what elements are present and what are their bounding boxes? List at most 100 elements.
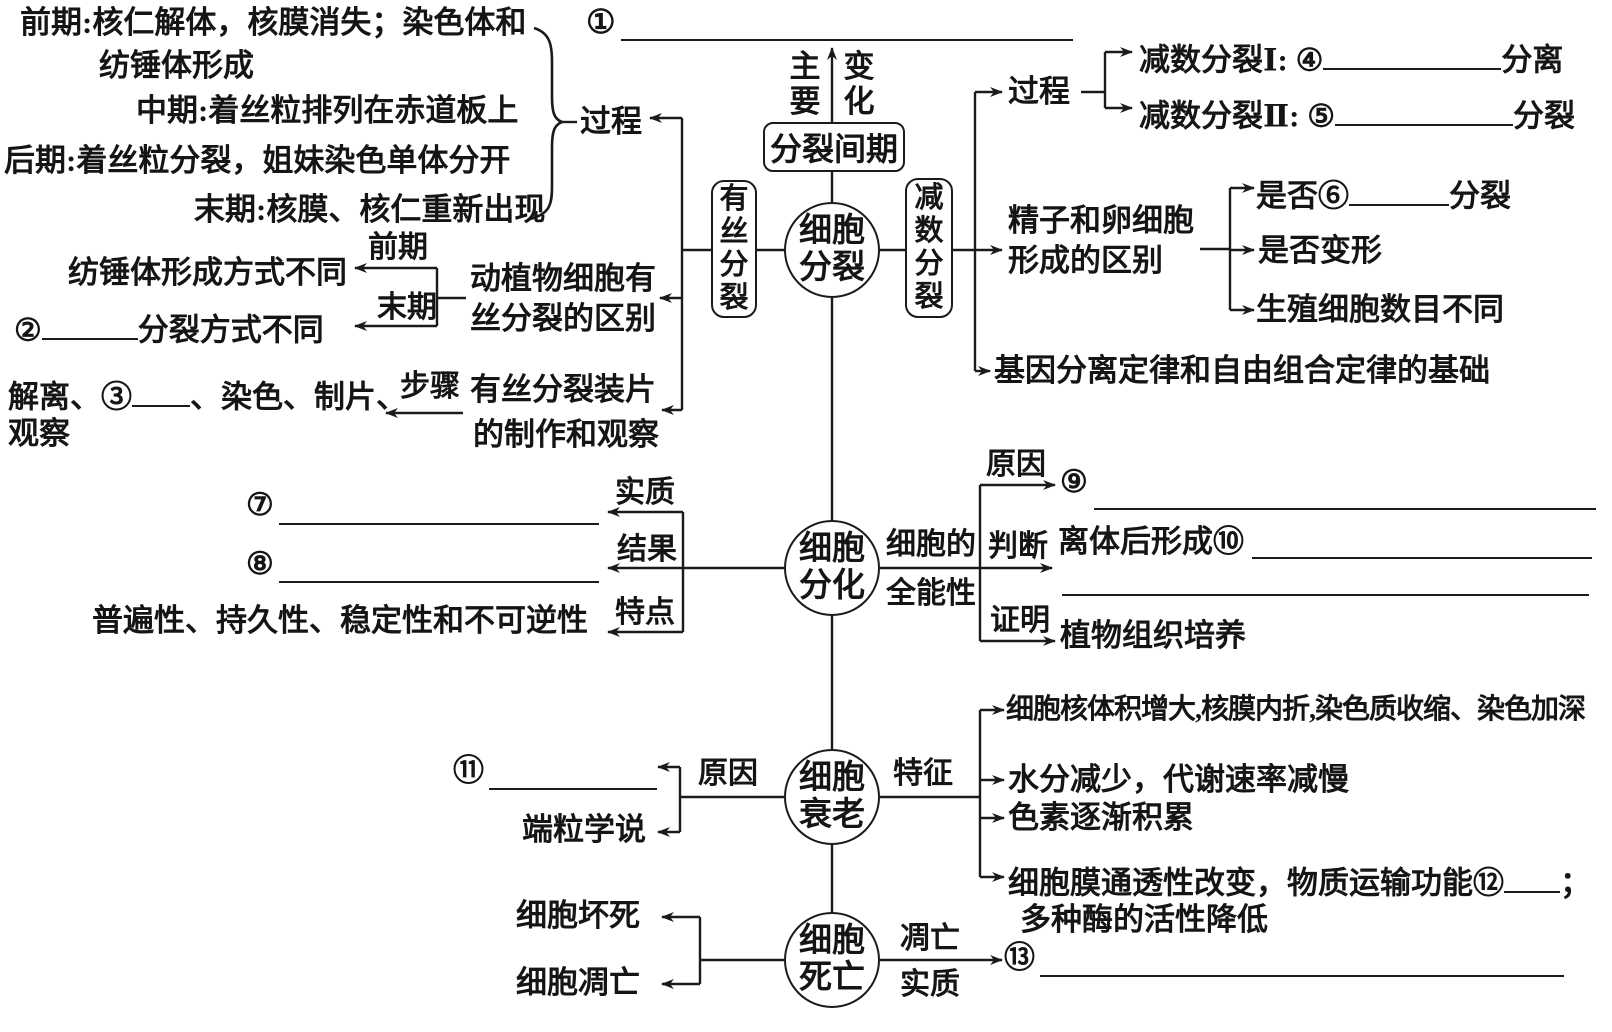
feature-edge-label: 特点 bbox=[615, 596, 675, 629]
phase-prophase-text: 前期:核仁解体，核膜消失；染色体和 bbox=[20, 5, 527, 40]
node-cell-differentiation: 细胞分化 bbox=[784, 520, 880, 616]
meiosis-1-text: 减数分裂Ⅰ: ④ bbox=[1139, 42, 1324, 78]
aging-feature-3: 色素逐渐积累 bbox=[1008, 800, 1194, 835]
mitosis-process-label: 过程 bbox=[580, 104, 642, 139]
meiosis-2-suffix: 分裂 bbox=[1513, 98, 1575, 134]
blank-7-number: ⑦ bbox=[246, 487, 274, 522]
meiosis-1-row: 减数分裂Ⅰ: ④ 分离 bbox=[1139, 35, 1563, 78]
blank-5-line bbox=[1335, 91, 1513, 127]
steps-row: 解离、③ 、染色、制片、 bbox=[8, 372, 407, 415]
totipotency-line1: 细胞的 bbox=[886, 528, 976, 561]
differentiation-features-text: 普遍性、持久性、稳定性和不可逆性 bbox=[92, 603, 588, 638]
phases-brace bbox=[529, 26, 566, 221]
steps-text-post: 、染色、制片、 bbox=[190, 379, 407, 415]
blank-2-line bbox=[41, 305, 138, 341]
prophase-edge-label: 前期 bbox=[368, 231, 428, 264]
telomere-theory-text: 端粒学说 bbox=[522, 812, 646, 847]
node-cell-death: 细胞死亡 bbox=[784, 912, 880, 1008]
blank-12-line bbox=[1504, 858, 1560, 894]
interphase-box: 分裂间期 bbox=[763, 122, 905, 172]
blank-2-number: ② bbox=[14, 312, 42, 348]
phase-anaphase-text: 后期:着丝粒分裂，姐妹染色单体分开 bbox=[4, 143, 511, 178]
aging-feature-1: 细胞核体积增大,核膜内折,染色质收缩、染色加深 bbox=[1006, 694, 1586, 725]
q6-text: 是否⑥ bbox=[1256, 178, 1349, 214]
meiosis-1-suffix: 分离 bbox=[1501, 42, 1564, 78]
blank-8-line bbox=[279, 581, 599, 583]
q6-suffix: 分裂 bbox=[1449, 178, 1511, 214]
prove-edge-label: 证明 bbox=[990, 604, 1050, 637]
meiosis-2-text: 减数分裂Ⅱ: ⑤ bbox=[1139, 98, 1335, 134]
phase-prophase-cont: 纺锤体形成 bbox=[99, 48, 254, 83]
blank-11-line bbox=[489, 788, 657, 790]
aging-feature-2: 水分减少，代谢速率减慢 bbox=[1008, 762, 1349, 797]
mitosis-box-label: 有丝分裂 bbox=[719, 183, 749, 314]
plant-animal-diff-line2: 丝分裂的区别 bbox=[470, 301, 656, 336]
steps-edge-label: 步骤 bbox=[400, 370, 460, 403]
essence-edge-label: 实质 bbox=[615, 476, 675, 509]
meiosis-process-label: 过程 bbox=[1008, 74, 1070, 109]
blank-3-line bbox=[132, 372, 190, 408]
necrosis-text: 细胞坏死 bbox=[516, 898, 640, 933]
blank-1-number: ① bbox=[586, 5, 616, 41]
edge-group bbox=[354, 26, 1255, 989]
plant-animal-diff-line1: 动植物细胞有 bbox=[470, 261, 656, 296]
interphase-label: 分裂间期 bbox=[769, 131, 898, 167]
aging-feature-label: 特征 bbox=[893, 757, 953, 790]
totipotency-line2: 全能性 bbox=[886, 577, 976, 610]
aging-reason-label: 原因 bbox=[698, 757, 758, 790]
blank-6-line bbox=[1349, 171, 1449, 207]
node-cell-aging-label: 细胞衰老 bbox=[799, 759, 865, 833]
blank-10-line-2 bbox=[1062, 594, 1589, 596]
node-cell-differentiation-label: 细胞分化 bbox=[799, 530, 865, 604]
node-cell-death-label: 细胞死亡 bbox=[799, 922, 865, 996]
division-mode-diff-text: 分裂方式不同 bbox=[137, 312, 324, 348]
node-cell-division-label: 细胞分裂 bbox=[799, 212, 865, 286]
blank-13-number: ⑬ bbox=[1004, 940, 1035, 975]
judge-edge-label: 判断 bbox=[988, 530, 1048, 563]
phase-metaphase-text: 中期:着丝粒排列在赤道板上 bbox=[136, 93, 519, 128]
blank-11-number: ⑪ bbox=[453, 753, 484, 788]
blank-13-line bbox=[1040, 975, 1564, 977]
reason-edge-label: 原因 bbox=[986, 448, 1046, 481]
slide-title-line1: 有丝分裂装片 bbox=[470, 372, 656, 407]
gamete-diff-line2: 形成的区别 bbox=[1008, 243, 1163, 278]
meiosis-box-label: 减数分裂 bbox=[914, 182, 944, 313]
cell-count-diff-text: 生殖细胞数目不同 bbox=[1256, 292, 1504, 327]
mitosis-box: 有丝分裂 bbox=[711, 180, 757, 318]
meiosis-box: 减数分裂 bbox=[905, 178, 953, 318]
blank-9-number: ⑨ bbox=[1060, 464, 1088, 499]
steps-observe-text: 观察 bbox=[8, 416, 70, 451]
meiosis-2-row: 减数分裂Ⅱ: ⑤ 分裂 bbox=[1139, 91, 1575, 134]
steps-text-pre: 解离、③ bbox=[8, 379, 132, 415]
tissue-culture-text: 植物组织培养 bbox=[1060, 618, 1246, 653]
aging-feature-4: 细胞膜通透性改变，物质运输功能⑫ ； bbox=[1008, 858, 1591, 901]
phase-telophase-text: 末期:核膜、核仁重新出现 bbox=[194, 192, 546, 227]
gamete-diff-line1: 精子和卵细胞 bbox=[1008, 203, 1194, 238]
apoptosis-edge-label: 凋亡 bbox=[900, 922, 960, 955]
aging-feature-4-text: 细胞膜通透性改变，物质运输功能⑫ bbox=[1008, 865, 1504, 901]
blank-7-line bbox=[279, 523, 599, 525]
main-change-label-left: 主要 bbox=[789, 49, 821, 119]
aging-feature-4-suffix: ； bbox=[1560, 865, 1591, 901]
aging-feature-4-line2: 多种酶的活性降低 bbox=[1020, 902, 1268, 937]
blank-9-line bbox=[1094, 508, 1596, 510]
deform-text: 是否变形 bbox=[1258, 233, 1382, 268]
blank-10-line bbox=[1252, 557, 1592, 559]
law-basis-text: 基因分离定律和自由组合定律的基础 bbox=[994, 353, 1490, 388]
apoptosis-text: 细胞凋亡 bbox=[516, 965, 640, 1000]
main-change-label-right: 变化 bbox=[843, 49, 875, 119]
node-cell-division: 细胞分裂 bbox=[784, 202, 880, 298]
blank-4-line bbox=[1323, 35, 1502, 71]
result-edge-label: 结果 bbox=[617, 533, 677, 566]
death-essence-label: 实质 bbox=[900, 968, 960, 1001]
slide-title-line2: 的制作和观察 bbox=[473, 417, 659, 452]
telophase-edge-label: 末期 bbox=[377, 291, 437, 324]
detached-text: 离体后形成⑩ bbox=[1058, 524, 1244, 559]
node-cell-aging: 细胞衰老 bbox=[784, 749, 880, 845]
q6-row: 是否⑥ 分裂 bbox=[1256, 171, 1511, 214]
blank-8-number: ⑧ bbox=[246, 546, 274, 581]
blank-2-row: ② 分裂方式不同 bbox=[14, 305, 324, 348]
blank-1-line bbox=[621, 39, 1073, 41]
